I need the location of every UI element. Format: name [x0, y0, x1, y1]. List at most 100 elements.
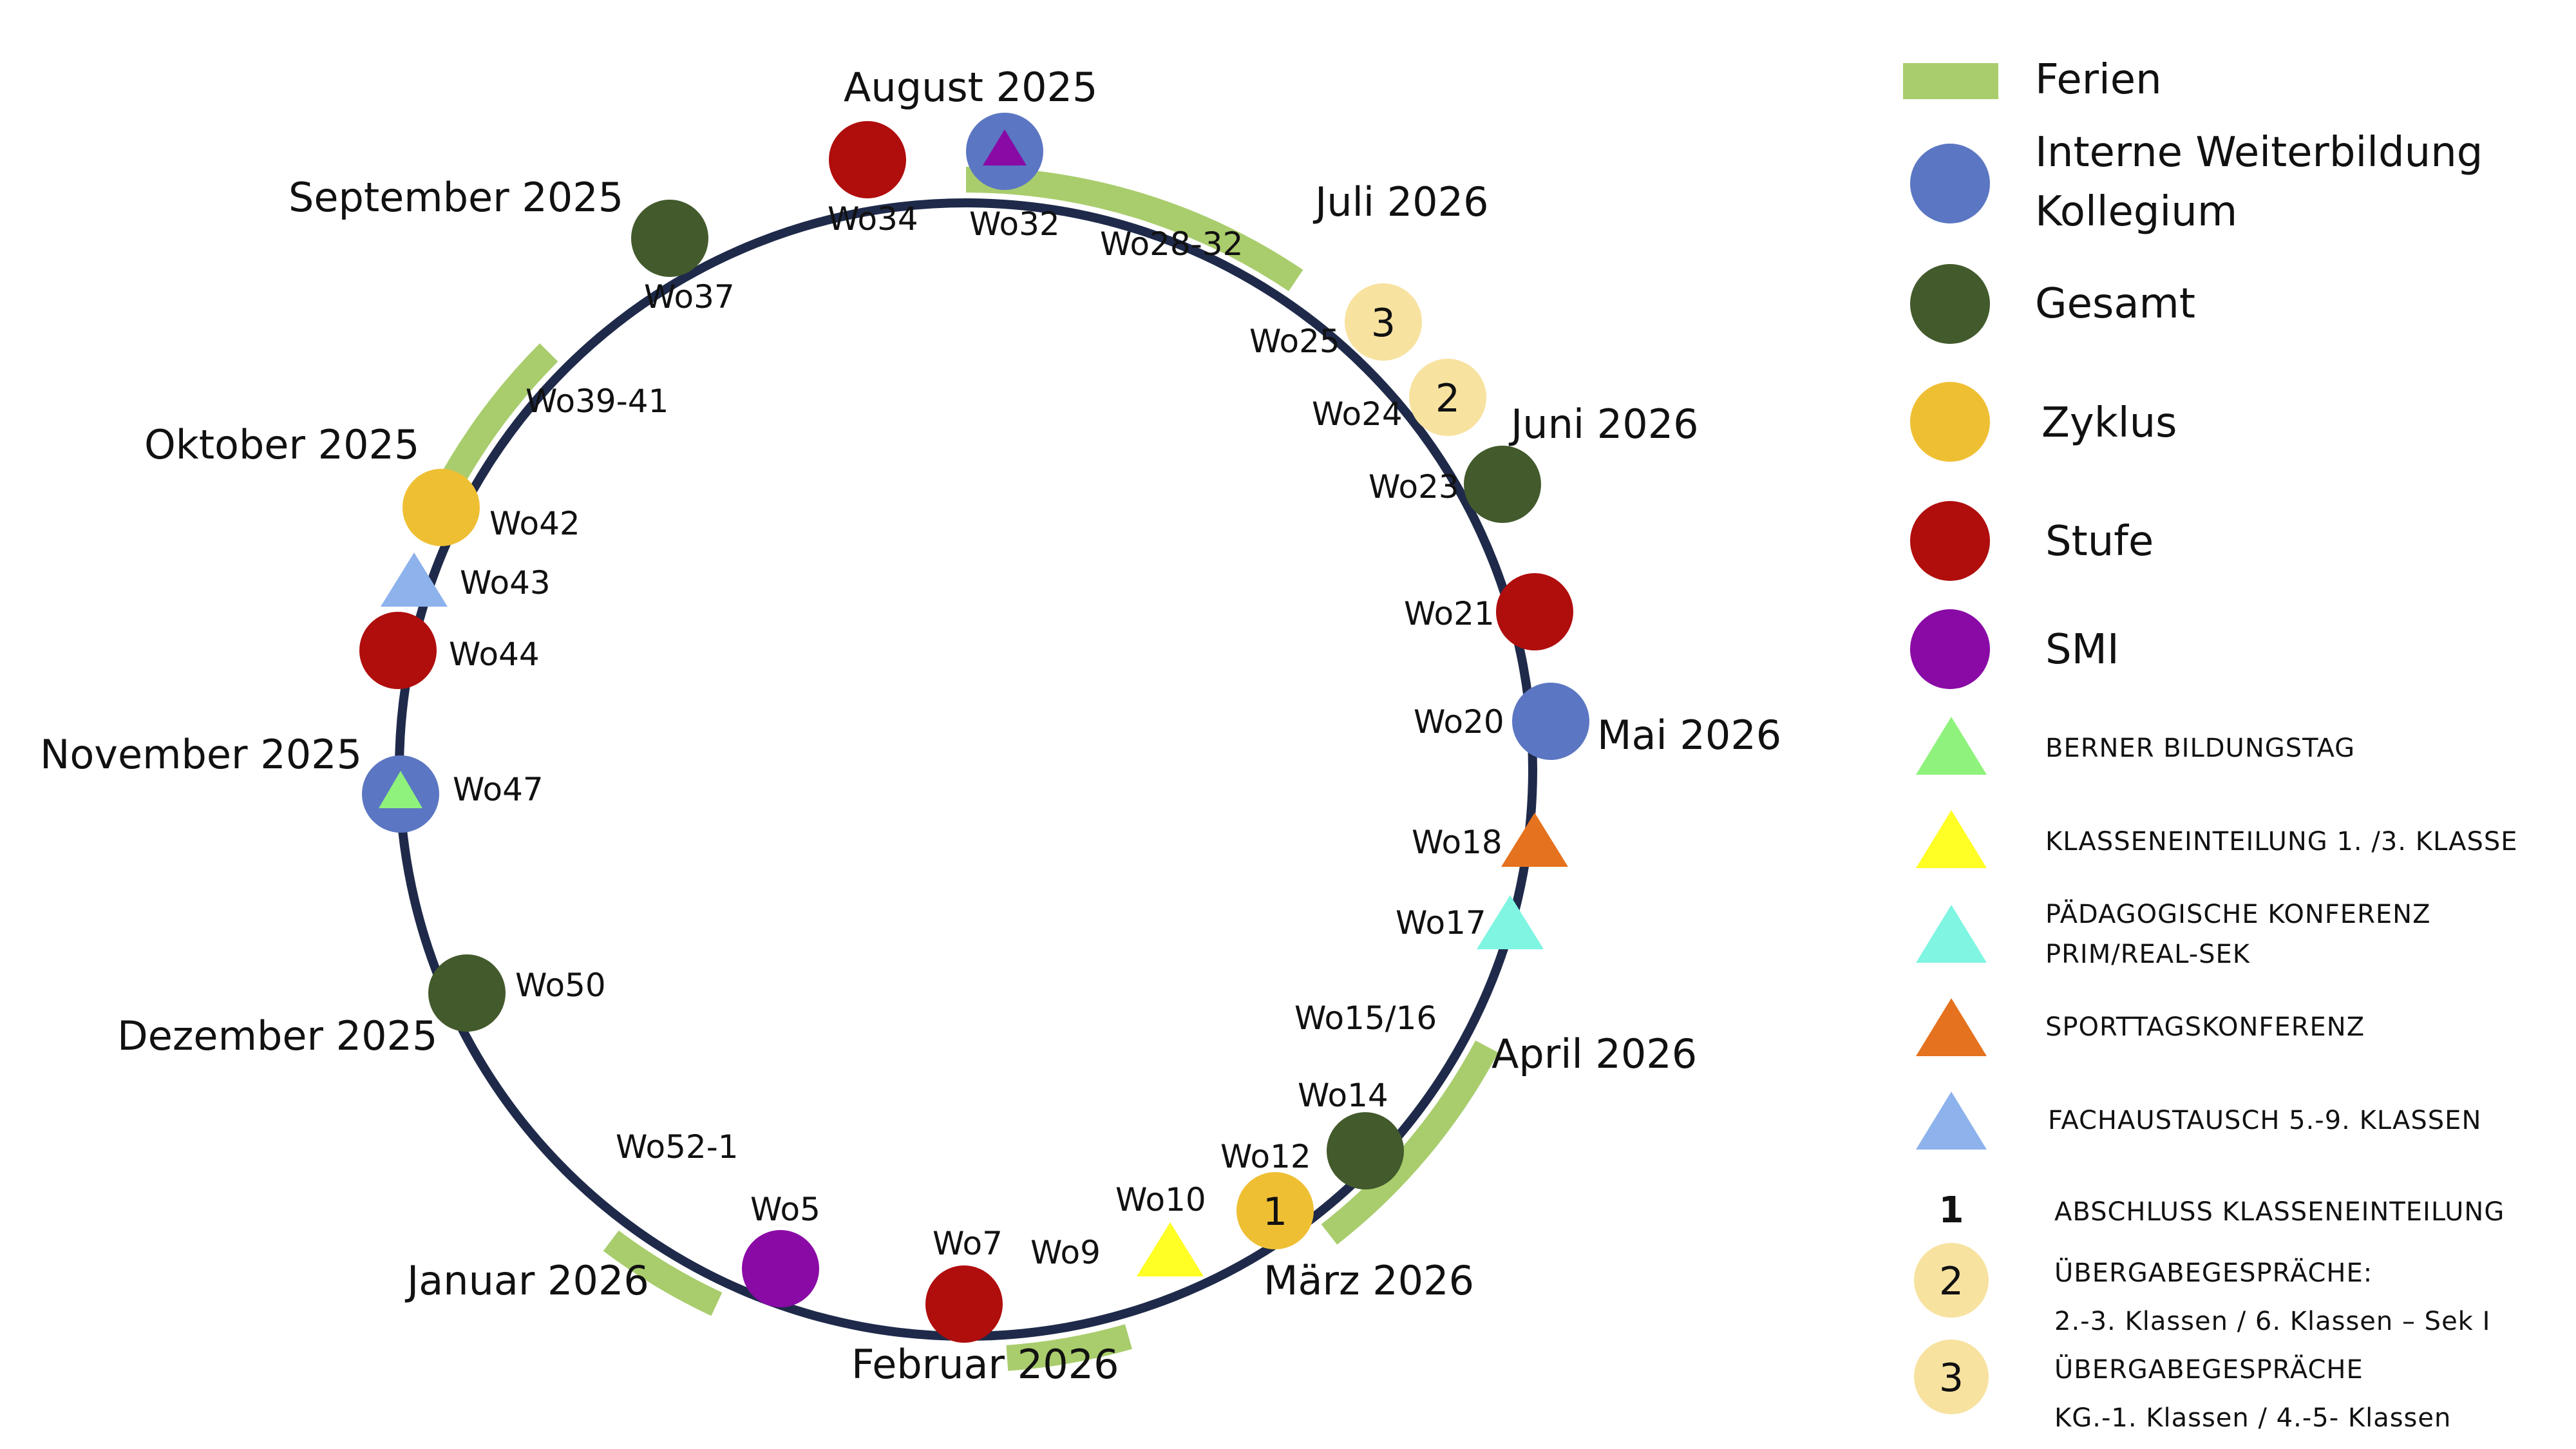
legend-ferien-label: Ferien: [2035, 56, 2162, 104]
legend-fachaustausch-triangle: [1916, 1092, 1987, 1150]
legend-item-ferien: Ferien: [1903, 56, 2162, 104]
week-label-wo32: Wo32: [969, 205, 1060, 243]
marker-wo25-uebergabe: [1345, 283, 1422, 361]
legend-berner-label: BERNER BILDUNGSTAG: [2045, 734, 2355, 763]
legend-item-stufe: Stufe: [1910, 501, 2154, 581]
legend-uebergabe2-number: 2: [1939, 1259, 1964, 1304]
ferien-arc-wo52: [603, 1230, 723, 1316]
marker-wo17-paedagogisch: [1477, 895, 1544, 949]
legend-smi-circle: [1910, 609, 1990, 689]
ferien-arc-wo15: [1321, 1040, 1499, 1245]
marker-wo24-uebergabe: [1409, 359, 1486, 436]
event-wo20: Wo20: [1414, 683, 1589, 760]
week-label-wo17: Wo17: [1396, 904, 1486, 942]
ferien-label-wo52: Wo52-1: [616, 1128, 739, 1166]
marker-wo37-gesamt: [631, 200, 708, 277]
event-wo25: 3 Wo25: [1249, 283, 1422, 361]
legend-sporttag-triangle: [1916, 998, 1987, 1056]
legend-paedagogisch-label-line2: PRIM/REAL-SEK: [2045, 940, 2251, 969]
ferien-week-labels: Wo28-32 Wo39-41 Wo52-1 Wo9 Wo15/16: [526, 225, 1437, 1271]
month-labels: August 2025 September 2025 Oktober 2025 …: [40, 64, 1781, 1388]
legend-gesamt-circle: [1910, 264, 1990, 344]
week-label-wo25: Wo25: [1249, 323, 1340, 360]
legend-item-gesamt: Gesamt: [1910, 264, 2195, 344]
legend-stufe-circle: [1910, 501, 1990, 581]
month-label-mar26: März 2026: [1264, 1257, 1474, 1304]
marker-wo34-stufe: [829, 121, 906, 198]
event-wo23: Wo23: [1368, 446, 1541, 523]
marker-wo21-stufe: [1496, 573, 1573, 650]
marker-wo18-sporttag: [1501, 813, 1568, 867]
ferien-label-wo28: Wo28-32: [1100, 225, 1243, 263]
legend-uebergabe2-circle: [1914, 1243, 1989, 1318]
marker-wo42-zyklus: [402, 469, 480, 546]
marker-wo24-number: 2: [1435, 376, 1460, 421]
week-label-wo44: Wo44: [449, 636, 540, 673]
event-wo43: Wo43: [381, 553, 551, 607]
legend-uebergabe2-label-line1: ÜBERGABEGESPRÄCHE:: [2054, 1257, 2372, 1288]
legend-item-paedagogisch: PÄDAGOGISCHE KONFERENZ PRIM/REAL-SEK: [1916, 898, 2430, 969]
month-label-nov25: November 2025: [40, 731, 362, 778]
week-label-wo7: Wo7: [933, 1225, 1003, 1262]
week-label-wo43: Wo43: [460, 564, 551, 601]
legend-interne-label-line2: Kollegium: [2035, 188, 2237, 236]
marker-wo10-klasseneinteilung: [1137, 1222, 1204, 1276]
legend-interne-label-line1: Interne Weiterbildung: [2035, 129, 2483, 176]
event-wo50: Wo50: [428, 954, 606, 1032]
event-wo14: Wo14: [1298, 1077, 1404, 1189]
marker-wo43-fachaustausch: [381, 553, 448, 607]
marker-wo5-smi: [742, 1230, 819, 1307]
legend-uebergabe3-number: 3: [1939, 1356, 1964, 1401]
marker-wo14-gesamt: [1327, 1112, 1404, 1189]
marker-wo12-number: 1: [1263, 1189, 1287, 1235]
legend-ferien-bar: [1903, 63, 1998, 99]
legend-uebergabe3-label-line2: KG.-1. Klassen / 4.-5- Klassen: [2054, 1403, 2451, 1433]
event-wo32: Wo32: [966, 113, 1060, 243]
legend-klasseneinteilung-triangle: [1916, 810, 1987, 868]
week-label-wo5: Wo5: [750, 1191, 820, 1228]
event-wo44: Wo44: [359, 612, 540, 689]
legend-item-sporttag: SPORTTAGSKONFERENZ: [1916, 998, 2365, 1056]
week-label-wo18: Wo18: [1412, 824, 1502, 861]
event-wo21: Wo21: [1404, 573, 1573, 650]
ferien-label-wo15: Wo15/16: [1294, 999, 1437, 1037]
marker-wo7-stufe: [925, 1265, 1003, 1343]
month-label-jun26: Juni 2026: [1508, 401, 1699, 448]
legend-item-smi: SMI: [1910, 609, 2119, 689]
week-label-wo37: Wo37: [644, 278, 735, 316]
week-label-wo20: Wo20: [1414, 703, 1504, 741]
legend-gesamt-label: Gesamt: [2035, 280, 2195, 328]
week-label-wo34: Wo34: [828, 200, 918, 238]
event-markers: Wo32 Wo34 Wo37 Wo42 Wo43 Wo44 Wo47: [359, 113, 1589, 1343]
month-label-jan26: Januar 2026: [404, 1257, 649, 1304]
event-wo24: 2 Wo24: [1312, 359, 1486, 436]
month-label-sep25: September 2025: [289, 174, 623, 221]
event-wo10: Wo10: [1115, 1181, 1206, 1276]
event-wo18: Wo18: [1412, 813, 1568, 867]
marker-wo44-stufe: [359, 612, 437, 689]
event-wo34: Wo34: [828, 121, 918, 238]
marker-wo25-number: 3: [1371, 301, 1396, 346]
legend-item-uebergabe2: 2 ÜBERGABEGESPRÄCHE: 2.-3. Klassen / 6. …: [1914, 1243, 2490, 1336]
legend-stufe-label: Stufe: [2045, 518, 2154, 565]
month-label-dez25: Dezember 2025: [117, 1012, 437, 1059]
month-label-feb26: Februar 2026: [851, 1341, 1119, 1388]
event-wo17: Wo17: [1396, 895, 1544, 949]
marker-wo12-zyklus: [1236, 1172, 1314, 1249]
marker-wo20-interne: [1512, 683, 1589, 760]
legend-interne-circle: [1910, 144, 1990, 223]
legend-item-berner: BERNER BILDUNGSTAG: [1916, 717, 2355, 775]
month-label-mai26: Mai 2026: [1597, 712, 1781, 759]
week-label-wo14: Wo14: [1298, 1077, 1388, 1114]
legend-berner-triangle: [1916, 717, 1987, 775]
week-label-wo12: Wo12: [1220, 1138, 1311, 1175]
legend-fachaustausch-label: FACHAUSTAUSCH 5.-9. KLASSEN: [2048, 1106, 2481, 1135]
week-label-wo42: Wo42: [489, 505, 580, 542]
event-wo47: Wo47: [362, 755, 544, 833]
month-label-apr26: April 2026: [1492, 1030, 1697, 1077]
marker-wo23-gesamt: [1464, 446, 1541, 523]
legend-sporttag-label: SPORTTAGSKONFERENZ: [2045, 1012, 2365, 1042]
legend-item-abschluss: 1 ABSCHLUSS KLASSENEINTEILUNG: [1939, 1189, 2505, 1231]
legend-klasseneinteilung-label: KLASSENEINTEILUNG 1. /3. KLASSE: [2045, 827, 2518, 857]
legend-zyklus-label: Zyklus: [2041, 399, 2177, 447]
